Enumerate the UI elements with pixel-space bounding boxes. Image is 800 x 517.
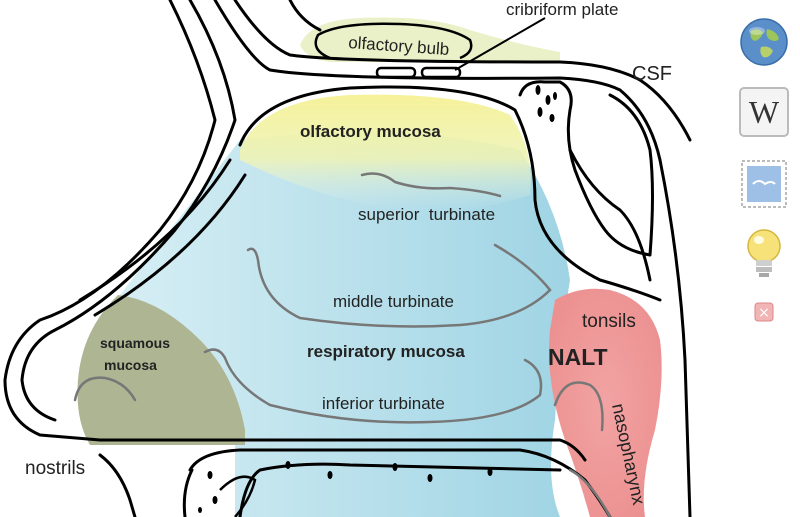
inferior-turbinate-label: inferior turbinate [322, 394, 445, 413]
inferior-turbinate-line [203, 348, 543, 424]
close-button[interactable]: × [736, 284, 792, 340]
csf-label: CSF [632, 63, 672, 85]
squamous-region [77, 295, 245, 445]
nose-bridge-outer [3, 0, 217, 442]
olfactory-mucosa-label: olfactory mucosa [300, 122, 441, 141]
svg-text:×: × [758, 305, 770, 321]
sidebar: W × [730, 0, 800, 517]
svg-text:W: W [749, 94, 780, 130]
superior-turbinate-line [360, 172, 502, 198]
sphenoid-sinus [518, 80, 654, 257]
nalt-region [549, 288, 662, 517]
lightbulb-icon [747, 229, 781, 277]
superior-turbinate-label: superior turbinate [358, 205, 495, 224]
wikipedia-button[interactable]: W [736, 84, 792, 140]
palate-lower [98, 453, 137, 517]
cribriform-pointer [454, 17, 546, 71]
cribriform-plate-label: cribriform plate [506, 0, 618, 19]
wikipedia-icon: W [739, 87, 789, 137]
cribriform-slot [375, 66, 417, 79]
nose-bridge-inner [20, 0, 237, 422]
lightbulb-button[interactable] [736, 226, 792, 282]
cribriform-slot [420, 66, 462, 79]
squamous-line [73, 376, 137, 402]
olfactory-region [240, 94, 531, 211]
respiratory-mucosa-label: respiratory mucosa [307, 342, 465, 361]
cavity-roof [213, 0, 662, 162]
squamous-label-line2: mucosa [104, 357, 157, 373]
globe-button[interactable] [736, 14, 792, 70]
squamous-label-line1: squamous [100, 335, 170, 351]
middle-turbinate-line [246, 243, 552, 328]
nasal-bone [78, 158, 247, 317]
olfactory-bulb-region [300, 17, 560, 62]
nostrils-label: nostrils [25, 458, 85, 479]
stamp-button[interactable] [736, 156, 792, 212]
middle-turbinate-label: middle turbinate [333, 292, 454, 311]
nasopharynx-line [553, 381, 604, 432]
stamp-icon [741, 160, 787, 208]
globe-icon [740, 18, 788, 66]
nalt-label: NALT [548, 344, 608, 370]
cavity-arch [238, 85, 662, 302]
tonsils-label: tonsils [582, 311, 636, 332]
palate-upper [98, 438, 587, 462]
close-icon: × [754, 302, 774, 322]
